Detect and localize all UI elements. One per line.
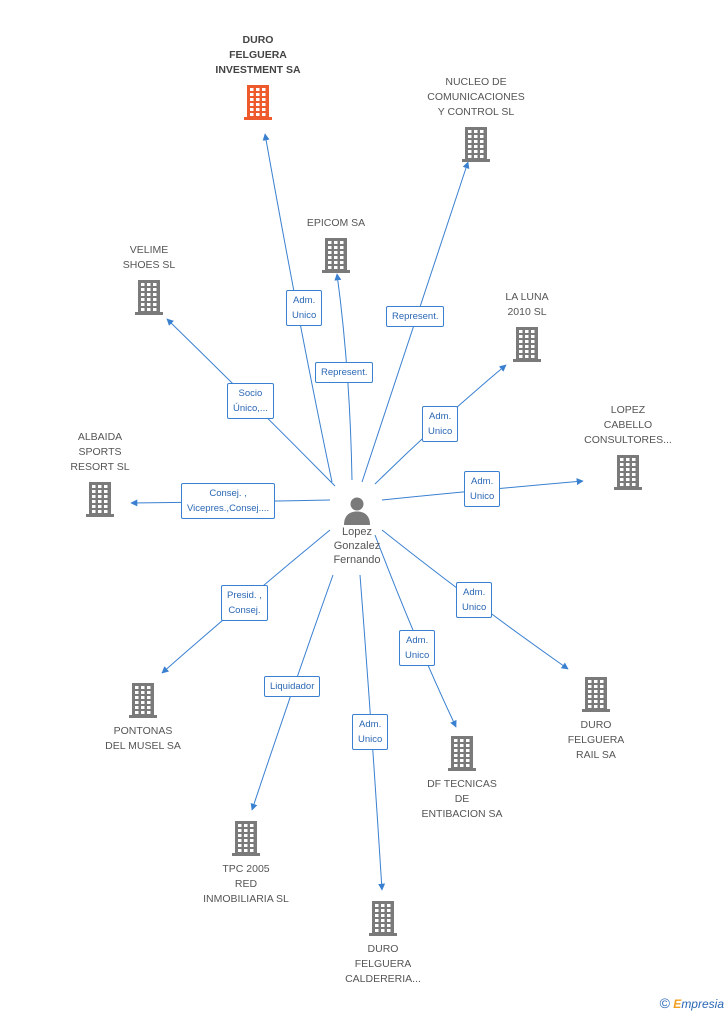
relation-label-duro-felguera-rail[interactable]: Adm. Unico	[456, 582, 493, 618]
building-icon	[322, 238, 350, 273]
company-node-duro-felguera-rail[interactable]: DURO FELGUERA RAIL SA	[546, 676, 646, 763]
company-node-duro-felguera-caldereria[interactable]: DURO FELGUERA CALDERERIA...	[323, 900, 443, 987]
relation-label-velime-shoes[interactable]: Socio Único,...	[227, 383, 274, 419]
company-name: VELIME SHOES SL	[122, 244, 176, 271]
company-name: DURO FELGUERA RAIL SA	[567, 719, 625, 761]
building-icon	[513, 327, 541, 362]
company-name: LA LUNA 2010 SL	[505, 291, 549, 318]
company-node-la-luna-2010[interactable]: LA LUNA 2010 SL	[477, 290, 577, 362]
relation-label-duro-felguera-caldereria[interactable]: Adm. Unico	[352, 714, 389, 750]
relation-label-tpc-2005[interactable]: Liquidador	[264, 676, 321, 697]
company-node-lopez-cabello[interactable]: LOPEZ CABELLO CONSULTORES...	[573, 403, 683, 490]
relation-label-epicom[interactable]: Represent.	[315, 362, 374, 383]
relation-label-duro-felguera-investment[interactable]: Adm. Unico	[286, 290, 323, 326]
company-node-epicom[interactable]: EPICOM SA	[286, 216, 386, 273]
company-name: PONTONAS DEL MUSEL SA	[105, 725, 181, 752]
building-icon	[614, 455, 642, 490]
company-name: DF TECNICAS DE ENTIBACION SA	[421, 778, 503, 820]
company-node-nucleo-comunicaciones[interactable]: NUCLEO DE COMUNICACIONES Y CONTROL SL	[411, 75, 541, 162]
building-icon	[86, 482, 114, 517]
brand-name: mpresia	[681, 997, 724, 1011]
person-node[interactable]: Lopez Gonzalez Fernando	[320, 495, 394, 567]
building-icon	[462, 127, 490, 162]
company-name: DURO FELGUERA INVESTMENT SA	[215, 34, 301, 76]
company-name: ALBAIDA SPORTS RESORT SL	[70, 431, 130, 473]
building-icon	[448, 736, 476, 771]
relation-label-lopez-cabello[interactable]: Adm. Unico	[464, 471, 501, 507]
company-node-duro-felguera-investment[interactable]: DURO FELGUERA INVESTMENT SA	[193, 33, 323, 120]
building-icon	[232, 821, 260, 856]
company-name: NUCLEO DE COMUNICACIONES Y CONTROL SL	[427, 76, 525, 118]
company-name: DURO FELGUERA CALDERERIA...	[345, 943, 421, 985]
company-node-df-tecnicas[interactable]: DF TECNICAS DE ENTIBACION SA	[402, 735, 522, 822]
company-name: EPICOM SA	[306, 217, 366, 229]
company-node-albaida-sports[interactable]: ALBAIDA SPORTS RESORT SL	[50, 430, 150, 517]
company-node-pontonas-musel[interactable]: PONTONAS DEL MUSEL SA	[83, 682, 203, 754]
person-name: Lopez Gonzalez Fernando	[333, 526, 381, 566]
building-icon	[369, 901, 397, 936]
relation-label-pontonas-musel[interactable]: Presid. , Consej.	[221, 585, 268, 621]
relation-label-la-luna-2010[interactable]: Adm. Unico	[422, 406, 459, 442]
company-name: TPC 2005 RED INMOBILIARIA SL	[203, 863, 289, 905]
company-name: LOPEZ CABELLO CONSULTORES...	[584, 404, 672, 446]
building-icon	[129, 683, 157, 718]
company-node-velime-shoes[interactable]: VELIME SHOES SL	[99, 243, 199, 315]
person-icon	[344, 497, 370, 525]
building-icon	[582, 677, 610, 712]
relation-label-df-tecnicas[interactable]: Adm. Unico	[399, 630, 436, 666]
brand-initial: E	[673, 997, 682, 1011]
building-icon	[244, 85, 272, 120]
building-icon	[135, 280, 163, 315]
relation-label-nucleo-comunicaciones[interactable]: Represent.	[386, 306, 445, 327]
relation-label-albaida-sports[interactable]: Consej. , Vicepres.,Consej....	[181, 483, 276, 519]
copyright-icon: ©	[659, 995, 670, 1011]
brand-logo: © Empresia	[660, 995, 724, 1011]
company-node-tpc-2005[interactable]: TPC 2005 RED INMOBILIARIA SL	[186, 820, 306, 907]
